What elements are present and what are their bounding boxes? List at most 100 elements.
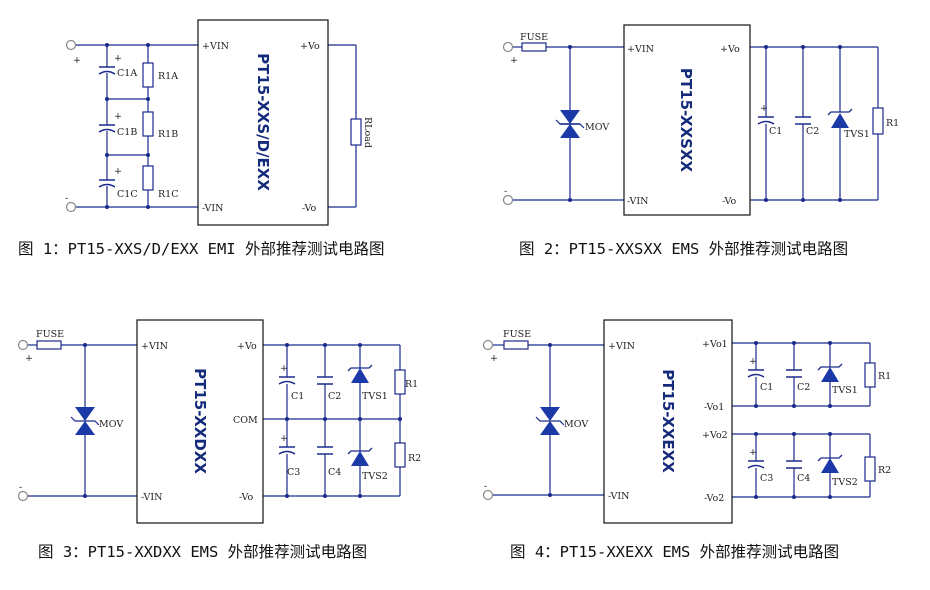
pin-vin-negative: -VIN [608,491,629,502]
input-terminal-negative [482,489,494,501]
label-mov: MOV [564,419,588,430]
input-plus-sign: + [510,55,518,66]
pin-vo-negative: -Vo [722,196,737,207]
input-terminal-positive [65,39,77,51]
pin-vin-positive: +VIN [627,44,654,55]
input-terminal-positive [482,339,494,351]
figure-3-circuit: PT15-XXDXX +VIN -VIN +Vo COM -Vo FUSE MO… [17,319,421,524]
chip-label: PT15-XXS/D/EXX [254,53,272,191]
mov-varistor [70,407,100,435]
label-c4: C4 [328,467,341,478]
label-fuse: FUSE [503,329,531,340]
label-c1: C1 [769,126,782,137]
label-c1a: C1A [117,68,137,79]
label-mov: MOV [99,419,123,430]
input-terminal-negative [502,194,514,206]
pin-vin-negative: -VIN [202,203,223,214]
label-c1: C1 [760,382,773,393]
tvs-diode-2 [347,447,373,466]
input-plus-sign: + [73,55,81,66]
pin-vo2-positive: +Vo2 [702,430,728,441]
label-c1c: C1C [117,189,138,200]
label-c3: C3 [287,467,300,478]
fuse [36,340,62,350]
label-r2: R2 [878,465,891,476]
label-r1: R1 [405,379,418,390]
figure-1-circuit: PT15-XXS/D/EXX +VIN -VIN +Vo -Vo C1A C1B… [65,19,373,226]
resistor-r1a [142,62,154,88]
tvs-diode [827,108,853,128]
input-minus-sign: - [65,193,68,204]
pin-vin-positive: +VIN [202,41,229,52]
input-terminal-negative [65,201,77,213]
fuse [521,42,547,52]
label-c1b: C1B [117,127,137,138]
label-tvs2: TVS2 [832,477,858,488]
cap-plus-1: + [114,53,122,64]
input-plus-sign: + [490,353,498,364]
tvs-diode-2 [817,454,843,473]
resistor-r1 [394,369,406,395]
cap-plus-2: + [749,447,757,458]
pin-vin-negative: -VIN [627,196,648,207]
cap-plus-1: + [749,356,757,367]
label-fuse: FUSE [520,32,548,43]
resistor-r1 [872,107,884,135]
cap-plus-2: + [114,111,122,122]
module-block [197,19,329,226]
label-r1a: R1A [158,71,178,82]
label-tvs1: TVS1 [832,385,858,396]
resistor-r1c [142,165,154,191]
label-fuse: FUSE [36,329,64,340]
tvs-diode-1 [347,364,373,383]
label-r2: R2 [408,453,421,464]
pin-vin-negative: -VIN [141,492,162,503]
pin-vin-positive: +VIN [141,341,168,352]
resistor-r1 [864,362,876,388]
label-r1b: R1B [158,129,178,140]
chip-label: PT15-XXEXX [659,369,677,473]
figure-2-circuit: PT15-XXSXX +VIN -VIN +Vo -Vo FUSE MOV C1… [502,24,899,216]
figure-3-caption: 图 3：PT15-XXDXX EMS 外部推荐测试电路图 [38,543,368,561]
cap-plus-2: + [280,433,288,444]
label-c2: C2 [328,391,341,402]
module-block [623,24,751,216]
label-c2: C2 [797,382,810,393]
module-block [603,319,733,524]
input-terminal-positive [17,339,29,351]
label-r1: R1 [886,118,899,129]
label-r1: R1 [878,371,891,382]
input-minus-sign: - [19,482,22,493]
label-r1c: R1C [158,189,178,200]
input-plus-sign: + [25,353,33,364]
resistor-r2 [864,456,876,482]
input-terminal-negative [17,490,29,502]
pin-vo-positive: +Vo [300,41,320,52]
cap-plus-3: + [114,166,122,177]
chip-label: PT15-XXDXX [191,368,209,474]
label-tvs1: TVS1 [844,129,870,140]
resistor-r1b [142,111,154,137]
pin-vo-positive: +Vo [720,44,740,55]
input-minus-sign: - [504,186,507,197]
figure-1-caption: 图 1：PT15-XXS/D/EXX EMI 外部推荐测试电路图 [18,240,385,258]
label-tvs2: TVS2 [362,471,388,482]
tvs-diode-1 [817,363,843,382]
mov-varistor [555,110,585,138]
module-block [136,319,264,524]
label-c4: C4 [797,473,810,484]
chip-label: PT15-XXSXX [677,68,695,173]
resistor-r2 [394,442,406,468]
pin-vo-negative: -Vo [302,203,317,214]
fuse [503,340,529,350]
pin-vo-negative: -Vo [239,492,254,503]
label-tvs1: TVS1 [362,391,388,402]
label-rload: RLoad [362,117,373,148]
cap-plus: + [760,103,768,114]
label-c1: C1 [291,391,304,402]
mov-varistor [535,407,565,435]
pin-vin-positive: +VIN [608,341,635,352]
label-mov: MOV [585,122,609,133]
pin-vo1-positive: +Vo1 [702,339,728,350]
label-c2: C2 [806,126,819,137]
